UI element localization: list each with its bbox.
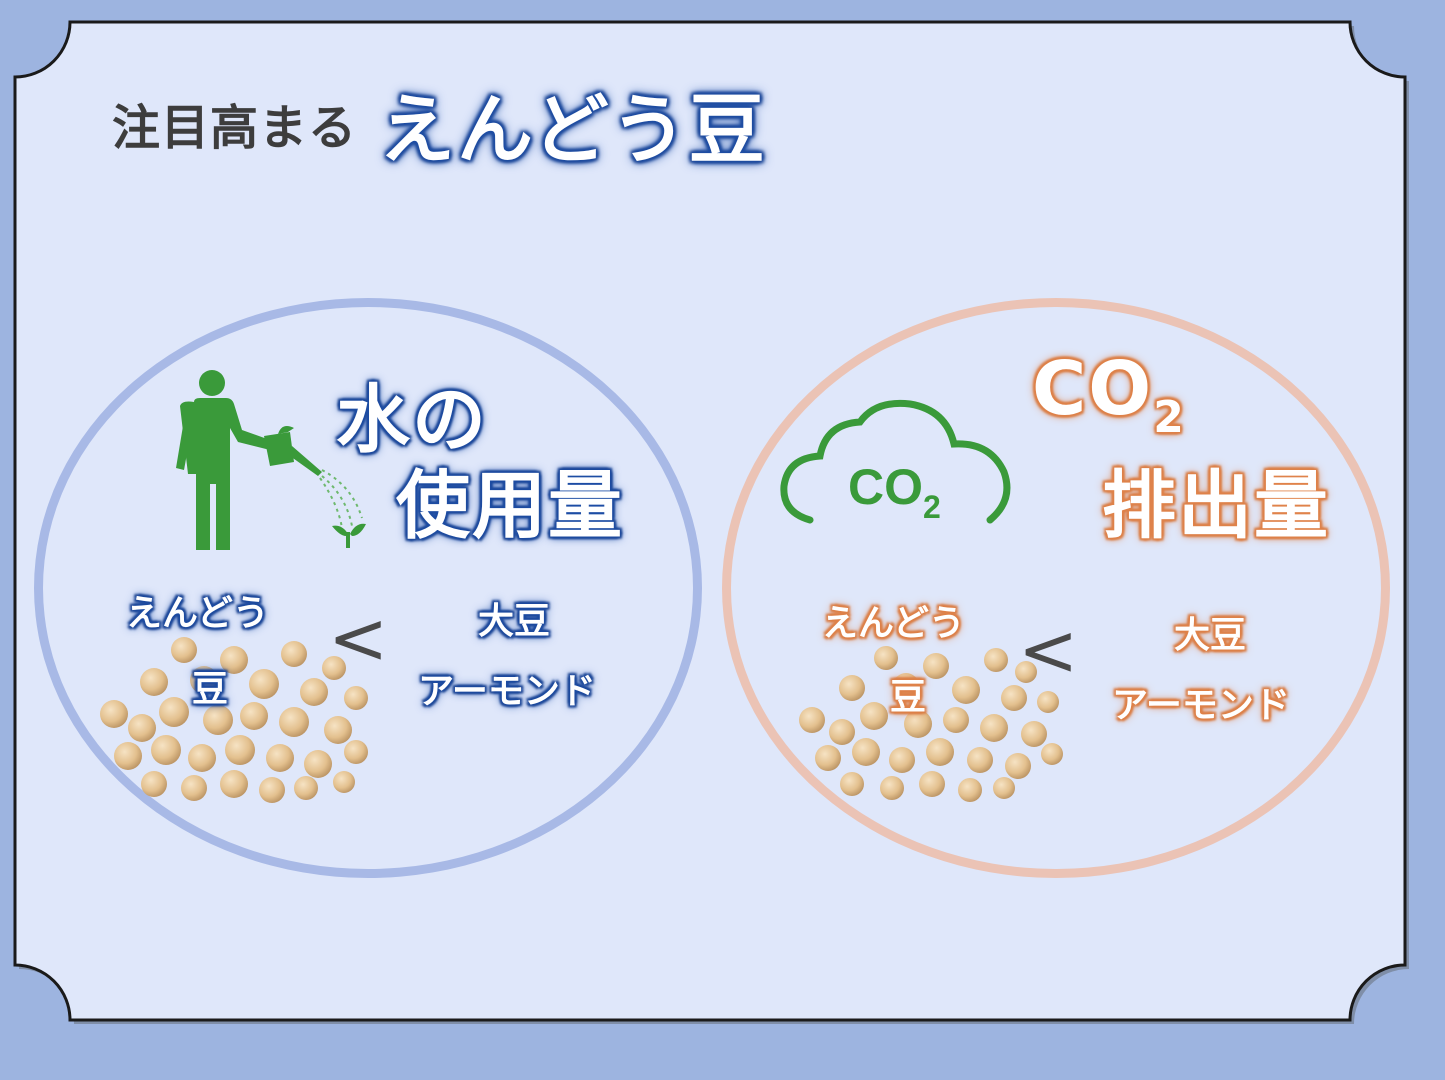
co2-heading-sub: 2 — [1153, 392, 1186, 443]
water-left-line1: えんどう — [126, 593, 269, 634]
co2-comparator: < — [1018, 608, 1079, 692]
co2-left-line1: えんどう — [822, 603, 965, 644]
co2-heading-line1: CO2 — [1032, 346, 1186, 443]
water-left-line2: 豆 — [192, 669, 229, 710]
title-prefix: 注目高まる — [112, 100, 358, 156]
co2-cloud-icon: CO2 — [780, 399, 1011, 525]
co2-heading-line2: 排出量 — [1102, 463, 1330, 549]
person-watering-plant-icon — [176, 370, 366, 550]
water-comparator: < — [328, 596, 389, 680]
page-title: 注目高まる えんどう豆 — [112, 78, 767, 174]
co2-right-line1: 大豆 — [1174, 615, 1247, 656]
water-usage-circle — [34, 298, 702, 878]
water-right-line1: 大豆 — [478, 601, 551, 642]
title-main: えんどう豆 — [379, 85, 767, 174]
co2-heading-main: CO — [1032, 346, 1154, 432]
water-right-line2: アーモンド — [418, 671, 596, 712]
peas-image-left — [100, 637, 368, 803]
cloud-co2-text: CO2 — [848, 459, 941, 525]
water-heading-line1: 水の — [336, 377, 488, 463]
co2-right-line2: アーモンド — [1112, 685, 1290, 726]
water-heading-line2: 使用量 — [396, 463, 624, 549]
co2-emission-circle — [722, 298, 1390, 878]
co2-left-line2: 豆 — [890, 677, 927, 718]
peas-image-right — [799, 646, 1063, 802]
